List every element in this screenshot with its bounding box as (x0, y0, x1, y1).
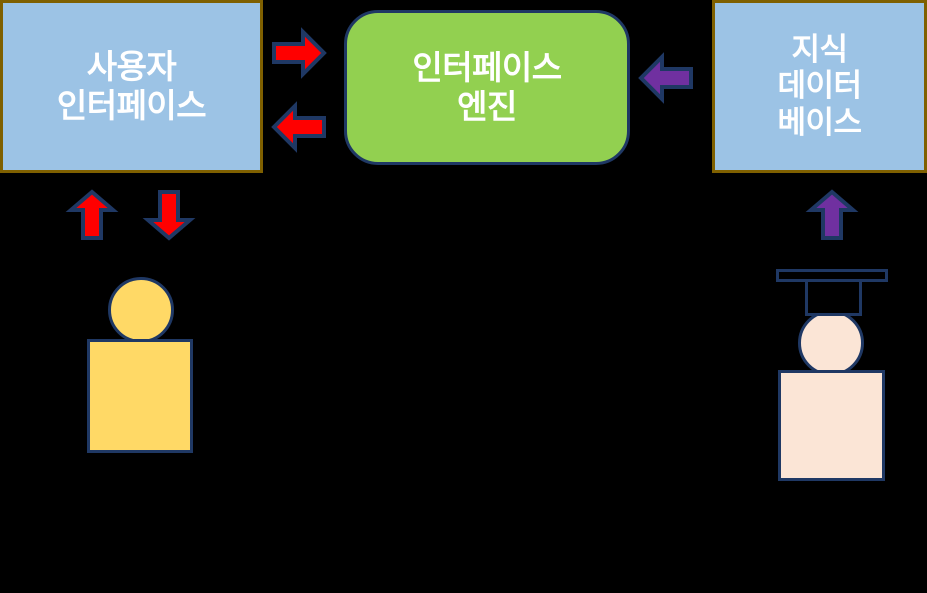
arrow-up-icon-user-to-interface (65, 189, 119, 240)
arrow-right-icon-ui-to-engine (272, 27, 327, 79)
person-icon-user-head (108, 277, 174, 343)
node-interface-engine-label: 인터페이스 엔진 (412, 48, 562, 125)
graduation-cap-icon-top (776, 269, 888, 282)
arrow-up-icon-expert-to-database (805, 189, 859, 240)
node-knowledge-database-label: 지식 데이터 베이스 (777, 31, 862, 140)
node-user-interface[interactable]: 사용자 인터페이스 (0, 0, 263, 173)
node-interface-engine[interactable]: 인터페이스 엔진 (344, 10, 630, 165)
person-icon-user-body (87, 339, 193, 453)
graduate-person-icon-expert-body (778, 370, 885, 481)
graduation-cap-icon-base (805, 276, 862, 316)
arrow-down-icon-interface-to-user (142, 190, 196, 241)
graduate-person-icon-expert-head (798, 310, 864, 376)
node-knowledge-database[interactable]: 지식 데이터 베이스 (712, 0, 927, 173)
arrow-left-icon-engine-to-ui (271, 101, 326, 153)
node-user-interface-label: 사용자 인터페이스 (56, 47, 207, 124)
arrow-left-icon-database-to-engine (638, 52, 693, 104)
